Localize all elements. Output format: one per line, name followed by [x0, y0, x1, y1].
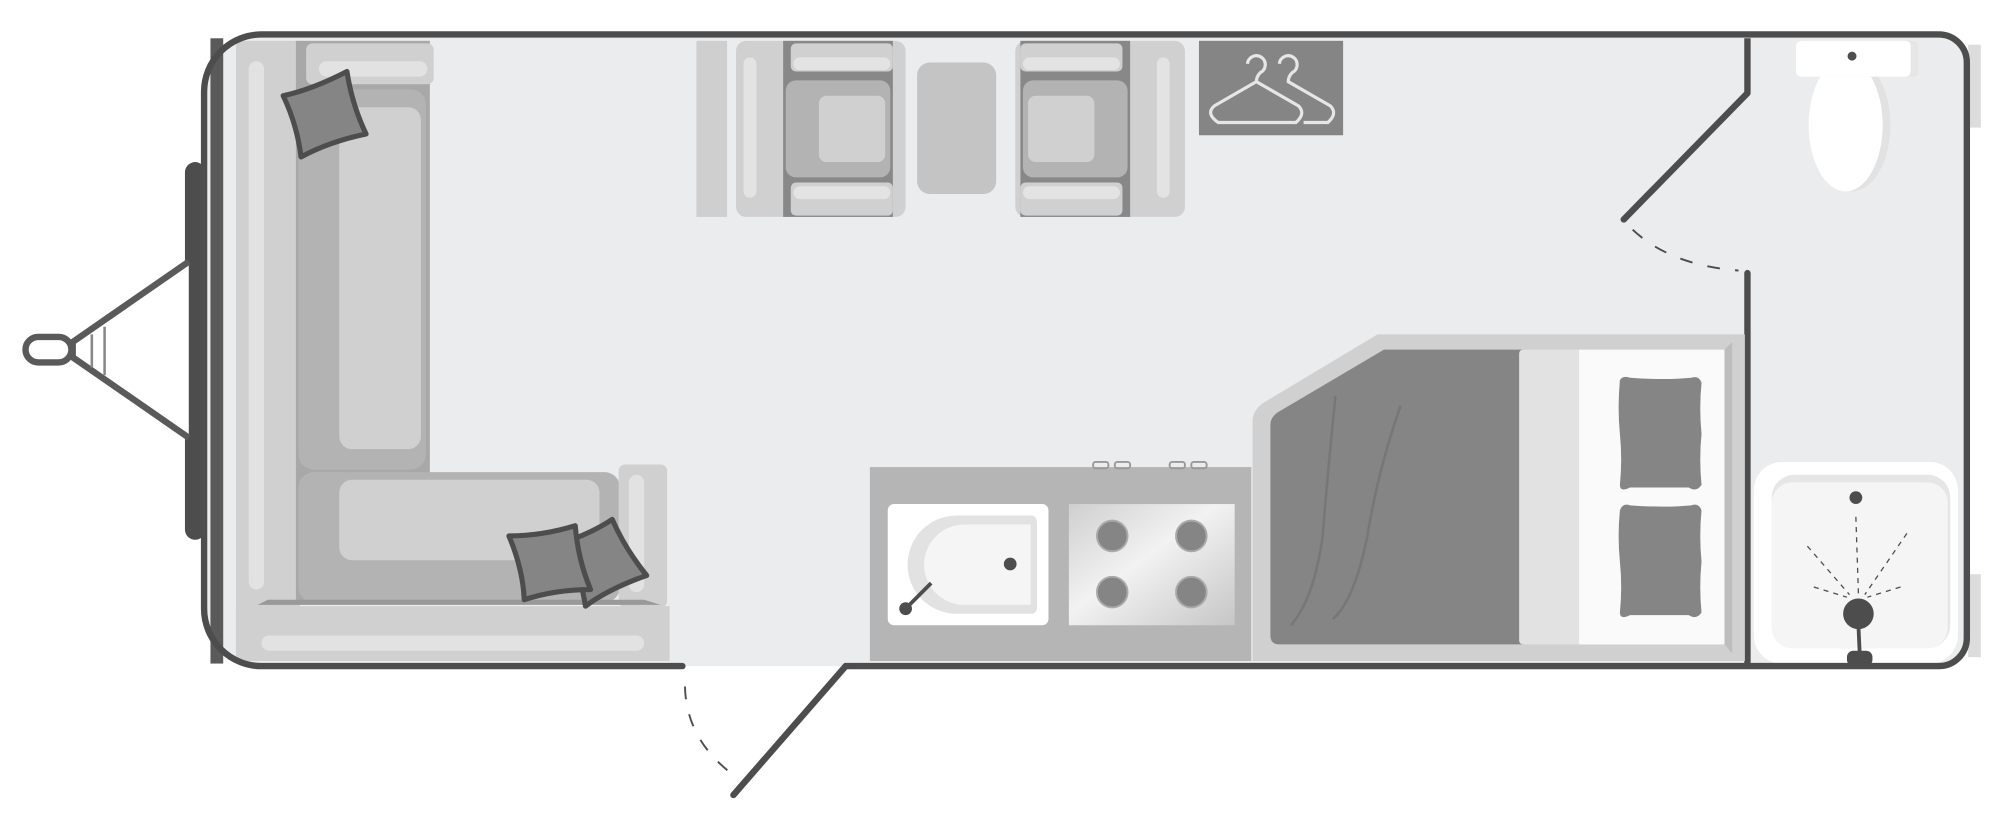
shower-icon [1753, 461, 1958, 667]
pillow-icon [1618, 376, 1702, 490]
pillow-icon [1618, 504, 1702, 618]
entrance-door [730, 662, 849, 799]
sink-icon [887, 504, 1049, 626]
cushion-icon [280, 68, 650, 609]
walls [200, 31, 1971, 799]
tow-hitch [22, 162, 206, 540]
bed-icon [1252, 334, 1745, 662]
kitchen [869, 460, 1252, 662]
hob-icon [1068, 504, 1235, 626]
washroom [1620, 38, 1958, 667]
door-swing [683, 686, 731, 773]
armchair-icon [696, 40, 906, 217]
dining-table [917, 62, 997, 194]
front-lounge-sofa [235, 40, 670, 662]
toilet-icon [1795, 40, 1919, 192]
armchair-icon [1015, 40, 1185, 217]
hanger-icon [1198, 40, 1344, 136]
